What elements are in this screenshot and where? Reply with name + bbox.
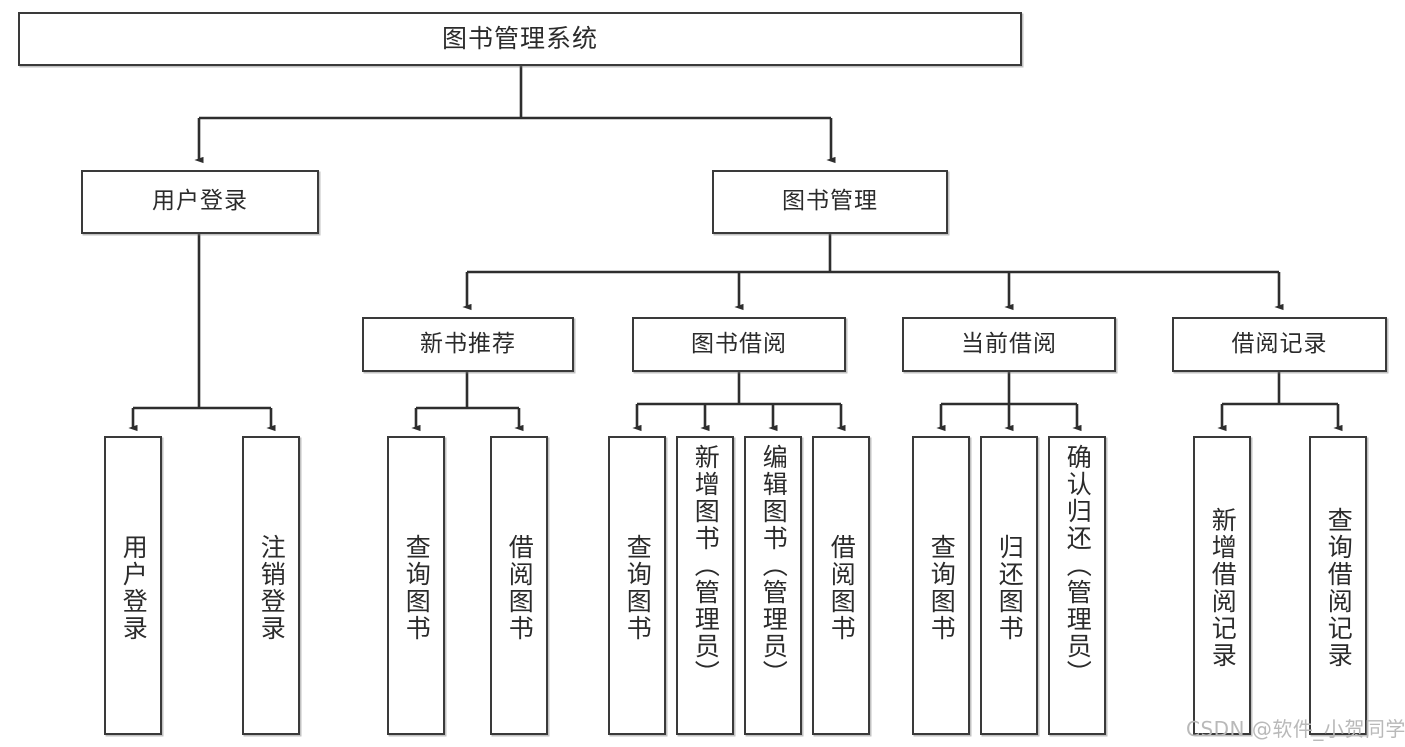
node-new-book-recommend[interactable]: 新书推荐 — [362, 317, 574, 372]
node-borrow-records[interactable]: 借阅记录 — [1172, 317, 1387, 372]
leaf-borrow-query-book-label: 查询图书 — [623, 533, 653, 642]
leaf-confirm-return-admin[interactable]: 确认归还（管理员） — [1048, 436, 1106, 735]
leaf-new-book-query-label: 查询图书 — [402, 533, 432, 642]
leaf-return-book[interactable]: 归还图书 — [980, 436, 1038, 735]
node-user-login-label: 用户登录 — [152, 188, 248, 215]
node-current-borrow[interactable]: 当前借阅 — [902, 317, 1116, 372]
csdn-watermark: CSDN @软件_小贺同学 — [1186, 717, 1405, 741]
leaf-edit-book-admin[interactable]: 编辑图书（管理员） — [744, 436, 802, 735]
leaf-add-book-admin-label: 新增图书（管理员） — [691, 444, 721, 687]
node-book-management[interactable]: 图书管理 — [712, 170, 948, 234]
node-user-login[interactable]: 用户登录 — [81, 170, 319, 234]
leaf-new-book-query[interactable]: 查询图书 — [387, 436, 445, 735]
leaf-current-query-book[interactable]: 查询图书 — [912, 436, 970, 735]
node-new-book-recommend-label: 新书推荐 — [420, 330, 516, 357]
leaf-new-book-borrow[interactable]: 借阅图书 — [490, 436, 548, 735]
leaf-confirm-return-admin-label: 确认归还（管理员） — [1063, 444, 1093, 687]
leaf-new-book-borrow-label: 借阅图书 — [505, 533, 535, 642]
leaf-add-borrow-record-label: 新增借阅记录 — [1208, 506, 1238, 669]
node-book-borrow[interactable]: 图书借阅 — [632, 317, 846, 372]
leaf-user-login-label: 用户登录 — [119, 533, 149, 642]
leaf-logout-label: 注销登录 — [257, 533, 287, 642]
leaf-borrow-query-book[interactable]: 查询图书 — [608, 436, 666, 735]
leaf-logout[interactable]: 注销登录 — [242, 436, 300, 735]
leaf-query-borrow-record-label: 查询借阅记录 — [1324, 506, 1354, 669]
leaf-add-book-admin[interactable]: 新增图书（管理员） — [676, 436, 734, 735]
leaf-current-query-book-label: 查询图书 — [927, 533, 957, 642]
leaf-return-book-label: 归还图书 — [995, 533, 1025, 642]
leaf-borrow-book-label: 借阅图书 — [827, 533, 857, 642]
leaf-borrow-book[interactable]: 借阅图书 — [812, 436, 870, 735]
node-current-borrow-label: 当前借阅 — [961, 330, 1057, 357]
leaf-edit-book-admin-label: 编辑图书（管理员） — [759, 444, 789, 687]
node-book-borrow-label: 图书借阅 — [691, 330, 787, 357]
node-book-management-label: 图书管理 — [782, 188, 878, 215]
node-borrow-records-label: 借阅记录 — [1231, 330, 1328, 357]
leaf-add-borrow-record[interactable]: 新增借阅记录 — [1193, 436, 1251, 735]
node-root[interactable]: 图书管理系统 — [18, 12, 1022, 66]
node-root-label: 图书管理系统 — [441, 24, 598, 54]
leaf-user-login[interactable]: 用户登录 — [104, 436, 162, 735]
leaf-query-borrow-record[interactable]: 查询借阅记录 — [1309, 436, 1367, 735]
